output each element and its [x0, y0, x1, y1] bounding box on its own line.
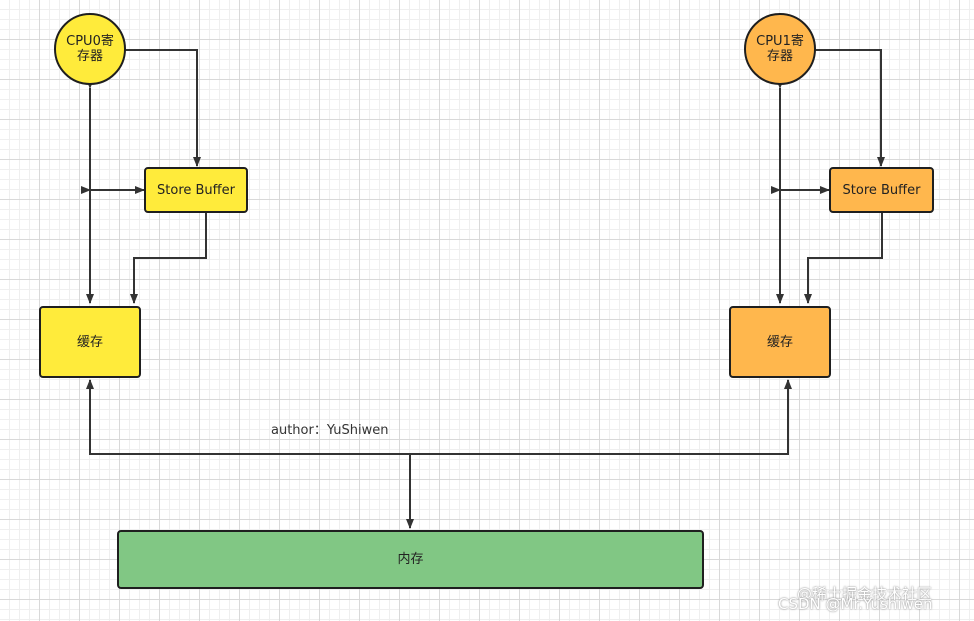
- edge-cpu1-store-buffer-to-cache: [804, 212, 883, 304]
- edge-bus-to-cpu1-cache: [410, 379, 792, 455]
- cpu0-cache-node: 缓存: [39, 306, 141, 378]
- csdn-watermark: CSDN @Mr.Yushiwen: [778, 595, 933, 613]
- cpu1-store-buffer-label: Store Buffer: [842, 182, 921, 198]
- cpu1-cache-node: 缓存: [729, 306, 831, 378]
- cpu1-store-buffer-node: Store Buffer: [829, 167, 934, 213]
- cpu1-cache-label: 缓存: [766, 334, 793, 350]
- edge-cpu0-register-to-store-buffer: [123, 49, 201, 167]
- edge-cpu1-register-to-store-buffer: [814, 49, 885, 167]
- juejin-watermark: @稀土掘金技术社区: [797, 585, 933, 603]
- author-note: author：YuShiwen: [271, 423, 389, 438]
- cpu1-register-node: CPU1寄存器: [744, 13, 816, 85]
- memory-node: 内存: [117, 530, 704, 589]
- cpu0-register-label: CPU0寄存器: [66, 34, 114, 64]
- cpu1-register-label: CPU1寄存器: [756, 34, 804, 64]
- cpu0-cache-label: 缓存: [76, 334, 103, 350]
- memory-label: 内存: [397, 552, 424, 567]
- cpu0-register-node: CPU0寄存器: [54, 13, 126, 85]
- cpu0-store-buffer-node: Store Buffer: [144, 167, 248, 213]
- cpu0-store-buffer-label: Store Buffer: [157, 182, 235, 198]
- edge-bus-to-cpu0-cache: [86, 379, 410, 455]
- edge-cpu0-store-buffer-to-cache: [130, 212, 207, 304]
